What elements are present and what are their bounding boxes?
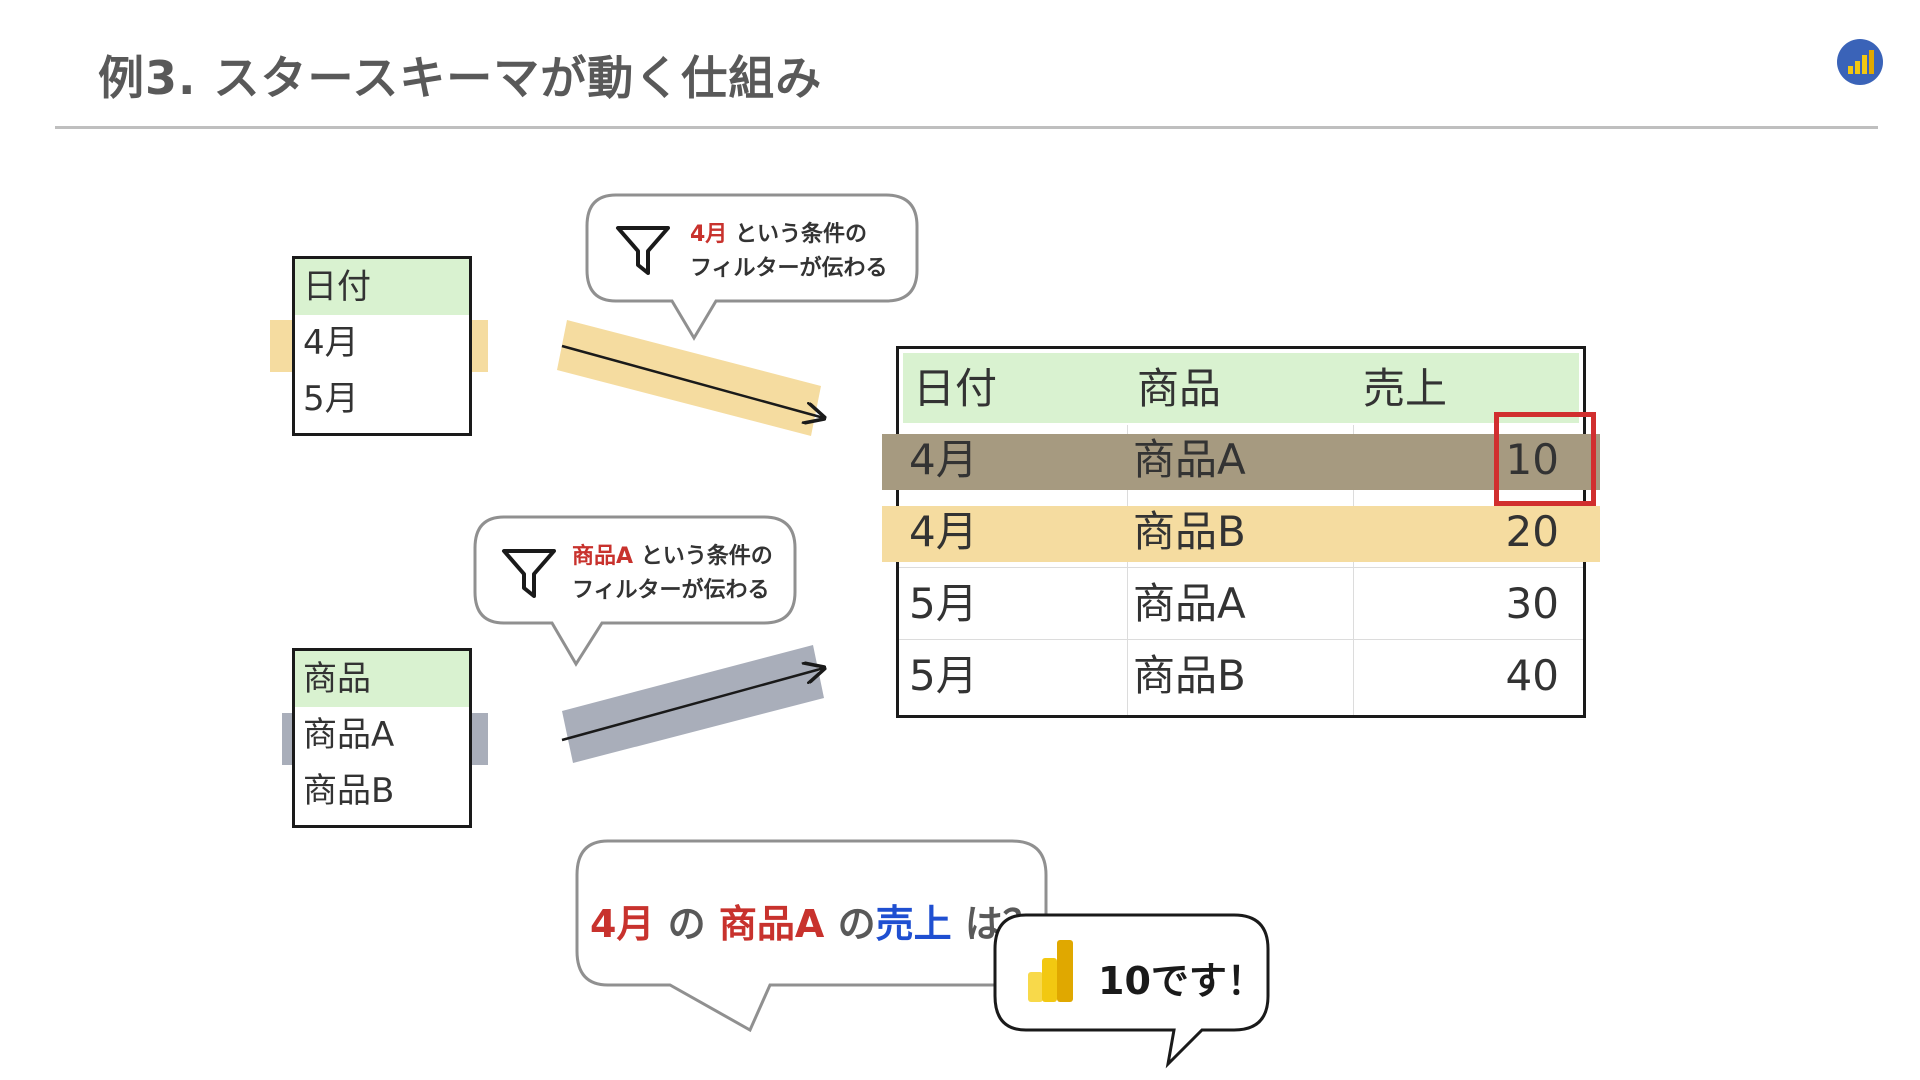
- fact-cell-product: 商品A: [1133, 579, 1246, 628]
- fact-table-row[interactable]: 5月 商品A 30: [899, 568, 1583, 640]
- row-divider: [899, 567, 1583, 568]
- fact-cell-sales: 20: [1505, 507, 1559, 556]
- bubble-date-line2: フィルターが伝わる: [690, 256, 888, 281]
- fact-table-row[interactable]: 4月 商品B 20: [899, 496, 1583, 568]
- date-filter-arrow: [561, 344, 824, 418]
- fact-cell-product: 商品A: [1133, 435, 1246, 484]
- fact-cell-date: 5月: [909, 579, 978, 628]
- answer-text: 10です！: [1098, 959, 1265, 1003]
- bubble-product-line2: フィルターが伝わる: [572, 578, 770, 603]
- fact-cell-product: 商品B: [1133, 507, 1246, 556]
- filter-icon: [616, 226, 670, 275]
- fact-header-sales: 売上: [1363, 364, 1448, 413]
- date-table-row-may[interactable]: 5月: [303, 379, 359, 419]
- product-table-row-b[interactable]: 商品B: [303, 771, 395, 811]
- question-product: 商品A: [718, 902, 825, 946]
- question-text: 4月 の 商品A の売上 は？: [590, 893, 1041, 948]
- date-dimension-table: 日付 4月 5月: [292, 256, 472, 436]
- power-bi-logo-icon: [1837, 39, 1883, 85]
- title-divider: [55, 126, 1878, 129]
- date-table-header: 日付: [295, 259, 469, 315]
- question-measure: 売上: [875, 902, 952, 946]
- fact-row-highlight-apr-b: [882, 506, 1600, 562]
- question-month: 4月: [590, 902, 655, 946]
- date-filter-bubble-text: 4月 という条件の フィルターが伝わる: [690, 218, 888, 286]
- col-divider: [1353, 425, 1354, 715]
- col-divider: [1127, 425, 1128, 715]
- power-bi-icon: [1028, 940, 1073, 1002]
- bubble-product-value: 商品A: [572, 544, 634, 569]
- fact-cell-date: 4月: [909, 507, 978, 556]
- fact-cell-date: 4月: [909, 435, 978, 484]
- product-table-header: 商品: [295, 651, 469, 707]
- fact-table-row[interactable]: 5月 商品B 40: [899, 640, 1583, 712]
- row-divider: [899, 639, 1583, 640]
- product-filter-bubble-text: 商品A という条件の フィルターが伝わる: [572, 540, 773, 608]
- bubble-date-suffix: という条件の: [727, 222, 867, 247]
- product-dimension-table: 商品 商品A 商品B: [292, 648, 472, 828]
- bubble-product-suffix: という条件の: [633, 544, 773, 569]
- product-filter-arrow: [561, 668, 824, 742]
- fact-cell-date: 5月: [909, 651, 978, 700]
- fact-header-product: 商品: [1137, 364, 1222, 413]
- date-filter-bubble: [585, 193, 919, 341]
- fact-cell-sales: 30: [1505, 579, 1559, 628]
- fact-row-highlight-apr-a: [882, 434, 1600, 490]
- bubble-date-value: 4月: [690, 222, 728, 247]
- fact-table-header-row: 日付 商品 売上: [903, 353, 1579, 423]
- question-sep1: の: [654, 902, 719, 946]
- fact-cell-sales: 10: [1505, 435, 1559, 484]
- question-sep2: の: [824, 902, 876, 946]
- product-filter-bubble: [473, 515, 797, 667]
- result-highlight-frame: [1494, 412, 1596, 506]
- fact-table-row[interactable]: 4月 商品A 10: [899, 424, 1583, 496]
- fact-cell-product: 商品B: [1133, 651, 1246, 700]
- slide-title: 例3. スタースキーマが動く仕組み: [98, 51, 823, 105]
- fact-header-date: 日付: [913, 364, 998, 413]
- date-table-row-apr[interactable]: 4月: [303, 323, 359, 363]
- filter-icon: [502, 549, 556, 598]
- question-bubble: [575, 839, 1048, 1033]
- fact-cell-sales: 40: [1505, 651, 1559, 700]
- product-table-row-a[interactable]: 商品A: [303, 715, 395, 755]
